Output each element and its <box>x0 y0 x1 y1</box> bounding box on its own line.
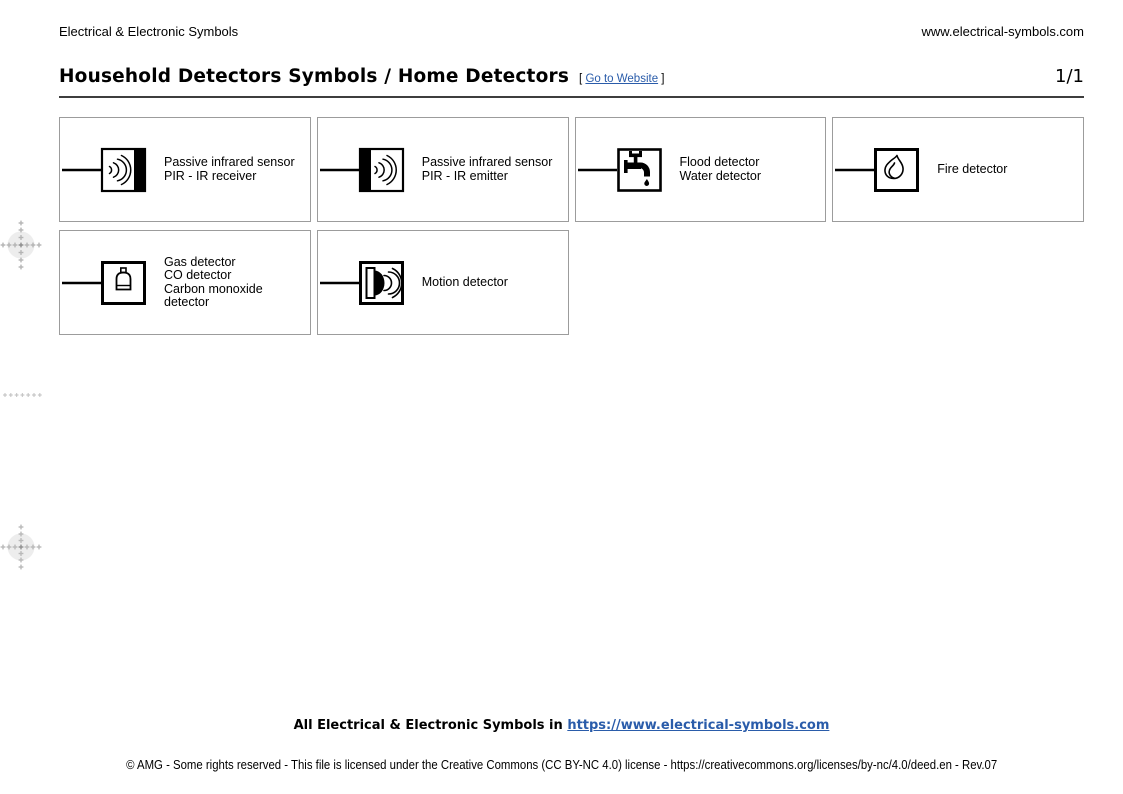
bracket-close: ] <box>661 73 665 85</box>
footer-site-link[interactable]: https://www.electrical-symbols.com <box>567 718 830 733</box>
footer-all-symbols-line: All Electrical & Electronic Symbols in h… <box>0 718 1123 733</box>
copyright-text: © AMG - Some rights reserved - This file… <box>125 758 998 772</box>
symbol-label: Fire detector <box>937 161 1008 176</box>
symbol-card-fire-detector: Fire detector <box>832 117 1084 222</box>
page-header: Electrical & Electronic Symbols www.elec… <box>59 0 1084 39</box>
registration-mark-icon <box>0 524 42 570</box>
flame-icon <box>835 147 920 192</box>
symbol-card-motion-detector: Motion detector <box>316 230 569 335</box>
page-number: 1/1 <box>1055 66 1084 87</box>
motion-waves-icon <box>319 260 404 305</box>
page-title: Household Detectors Symbols / Home Detec… <box>59 66 570 87</box>
title-bar: Household Detectors Symbols / Home Detec… <box>59 66 1084 98</box>
pir-receiver-icon <box>62 147 147 192</box>
footer-copyright-line: © AMG - Some rights reserved - This file… <box>0 758 1123 772</box>
symbol-label: Motion detector <box>421 274 508 289</box>
footer-text: All Electrical & Electronic Symbols in <box>293 718 563 733</box>
goto-website-wrap: [ Go to Website ] <box>579 73 664 85</box>
pir-emitter-icon <box>319 147 404 192</box>
goto-website-link[interactable]: Go to Website <box>585 73 659 85</box>
site-url-text: www.electrical-symbols.com <box>921 24 1084 39</box>
registration-mark-icon <box>0 220 42 270</box>
brand-text: Electrical & Electronic Symbols <box>59 24 239 39</box>
faucet-drip-icon <box>577 147 662 192</box>
dotted-row-mark-icon <box>3 393 42 397</box>
gas-bottle-icon <box>62 260 146 305</box>
bracket-open: [ <box>579 73 583 85</box>
